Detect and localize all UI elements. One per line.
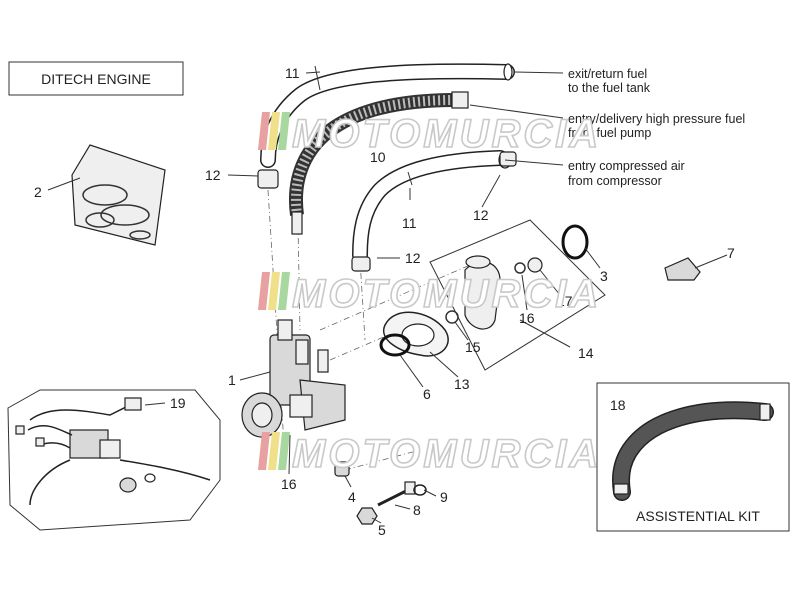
note-entry-compressed-line1: entry compressed air — [568, 159, 685, 173]
o-ring-6 — [379, 333, 411, 357]
callout-16: 16 — [281, 476, 297, 492]
hose-11-middle — [352, 150, 512, 263]
screw-4 — [334, 461, 350, 477]
gasket-kit-2 — [71, 144, 166, 246]
watermark-text: MOTOMURCIA — [292, 272, 601, 316]
callout-13: 13 — [454, 376, 470, 392]
callout-19: 19 — [170, 395, 186, 411]
watermark-text: MOTOMURCIA — [292, 112, 601, 156]
callout-1: 1 — [228, 372, 236, 388]
washer-9 — [413, 484, 427, 496]
callout-2: 2 — [34, 184, 42, 200]
hose-10-coiled — [289, 91, 469, 235]
nut-5 — [356, 507, 378, 525]
callout-10: 10 — [370, 149, 386, 165]
callout-8: 8 — [413, 502, 421, 518]
kit-label: ASSISTENTIAL KIT — [636, 508, 760, 524]
callout-4: 4 — [348, 489, 356, 505]
assistential-kit-box-18: 18 ASSISTENTIAL KIT — [596, 382, 790, 532]
watermark-3: MOTOMURCIA — [258, 431, 601, 477]
port-notes: exit/return fuel to the fuel tank entry/… — [568, 67, 745, 188]
ditech-engine-title-box: DITECH ENGINE — [8, 61, 184, 96]
callout-11: 11 — [402, 215, 417, 231]
callout-numbers: 11 10 12 2 11 12 12 7 3 17 16 15 14 1 13… — [34, 65, 735, 538]
stud-8 — [377, 481, 416, 507]
callout-12: 12 — [473, 207, 489, 223]
note-exit-return-line1: exit/return fuel — [568, 67, 647, 81]
callout-12: 12 — [205, 167, 221, 183]
callout-17: 17 — [557, 293, 573, 309]
callout-9: 9 — [440, 489, 448, 505]
clamps-12 — [257, 151, 517, 272]
callout-5: 5 — [378, 522, 386, 538]
mounting-plate-14 — [429, 219, 606, 371]
injector-body-1 — [241, 319, 346, 438]
leader-lines — [47, 71, 728, 524]
callout-15: 15 — [465, 339, 481, 355]
note-exit-return-line2: to the fuel tank — [568, 81, 651, 95]
watermark-text: MOTOMURCIA — [292, 432, 601, 476]
note-entry-delivery-line1: entry/delivery high pressure fuel — [568, 112, 745, 126]
callout-7: 7 — [727, 245, 735, 261]
o-ring-3 — [561, 224, 589, 260]
callout-3: 3 — [600, 268, 608, 284]
title-text: DITECH ENGINE — [41, 71, 151, 87]
clip-7 — [664, 257, 701, 281]
gasket-13 — [382, 311, 449, 357]
wiring-kit-box-19 — [7, 389, 221, 531]
callout-16: 16 — [519, 310, 535, 326]
callout-14: 14 — [578, 345, 594, 361]
kit-number: 18 — [610, 397, 626, 413]
note-entry-compressed-line2: from compressor — [568, 174, 662, 188]
watermark-2: MOTOMURCIA — [258, 271, 601, 317]
callout-11: 11 — [285, 65, 300, 81]
callout-6: 6 — [423, 386, 431, 402]
watermark-1: MOTOMURCIA — [258, 111, 601, 157]
callout-12: 12 — [405, 250, 421, 266]
note-entry-delivery-line2: from fuel pump — [568, 126, 651, 140]
